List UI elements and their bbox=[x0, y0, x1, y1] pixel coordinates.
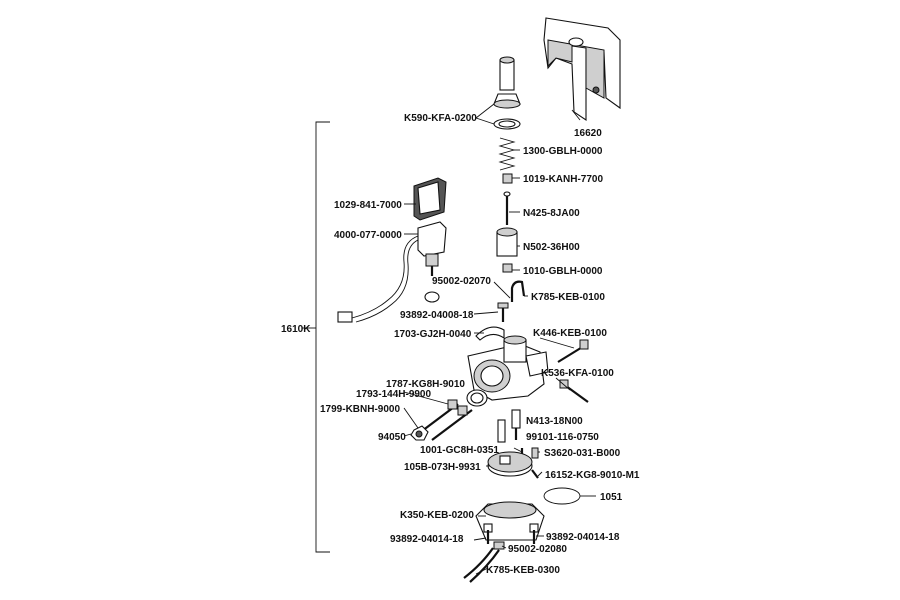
label-float-pin: 1001-GC8H-0351 bbox=[420, 445, 499, 456]
label-spring: 1300-GBLH-0000 bbox=[523, 146, 603, 157]
idle-screw-part bbox=[557, 339, 589, 363]
label-float-valve: S3620-031-B000 bbox=[544, 448, 621, 459]
label-clip: 1019-KANH-7700 bbox=[523, 174, 603, 185]
vent-tube-upper-part bbox=[510, 280, 526, 302]
hose-clip-lower-part bbox=[493, 541, 505, 550]
top-cap-part bbox=[493, 56, 521, 130]
label-screw-right: 93892-04014-18 bbox=[546, 532, 620, 543]
label-choke-cap: 1029-841-7000 bbox=[334, 200, 402, 211]
label-cover: 16620 bbox=[574, 128, 602, 139]
assembly-label: 1610K bbox=[281, 324, 311, 335]
label-choke: 4000-077-0000 bbox=[334, 230, 402, 241]
label-needle: N425-8JA00 bbox=[523, 208, 580, 219]
float-valve-part bbox=[531, 447, 539, 459]
retainer-part bbox=[502, 263, 513, 273]
gasket-part bbox=[466, 389, 488, 407]
label-float-needle: 16152-KG8-9010-M1 bbox=[545, 470, 640, 481]
label-slide: N502-36H00 bbox=[523, 242, 580, 253]
label-main-jet: N413-18N00 bbox=[526, 416, 583, 427]
float-bowl-part bbox=[475, 501, 545, 541]
label-hose-clip-lower: 95002-02080 bbox=[508, 544, 567, 555]
bowl-oring-part bbox=[543, 487, 581, 505]
label-retainer: 1010-GBLH-0000 bbox=[523, 266, 603, 277]
leader-lines bbox=[403, 103, 596, 575]
label-hose-clip-upper: 95002-02070 bbox=[432, 276, 491, 287]
clip-part bbox=[502, 173, 513, 184]
label-jet-holder: 99101-116-0750 bbox=[526, 432, 599, 443]
spring-part bbox=[498, 137, 516, 171]
cover-part bbox=[543, 17, 621, 122]
label-clamp: 1703-GJ2H-0040 bbox=[394, 329, 472, 340]
mix-screw-part bbox=[559, 379, 589, 403]
jet-holder-part bbox=[497, 419, 506, 443]
nut-part bbox=[410, 425, 429, 441]
label-mix-screw: K536-KFA-0100 bbox=[541, 368, 614, 379]
slide-part bbox=[496, 227, 518, 257]
label-vent-tube-upper: K785-KEB-0100 bbox=[531, 292, 605, 303]
assembly-bracket bbox=[302, 121, 330, 553]
carburetor-body-part bbox=[467, 335, 549, 401]
float-needle-part bbox=[531, 469, 539, 479]
label-spacer: 1787-KG8H-9010 bbox=[386, 379, 465, 390]
label-screw-left: 93892-04014-18 bbox=[390, 534, 464, 545]
vent-tube-lower-part bbox=[463, 547, 500, 583]
label-bowl-oring: 1051 bbox=[600, 492, 623, 503]
needle-part bbox=[503, 191, 511, 225]
label-top-cap: K590-KFA-0200 bbox=[404, 113, 477, 124]
label-float: 105B-073H-9931 bbox=[404, 462, 481, 473]
choke-cap-part bbox=[413, 177, 447, 221]
label-nut: 94050 bbox=[378, 432, 406, 443]
label-gasket: 1793-144H-9900 bbox=[356, 389, 431, 400]
screw-upper-part bbox=[497, 302, 509, 322]
label-idle-screw: K446-KEB-0100 bbox=[533, 328, 607, 339]
clamp-part bbox=[475, 326, 505, 341]
label-float-bowl: K350-KEB-0200 bbox=[400, 510, 474, 521]
main-jet-part bbox=[511, 409, 521, 440]
label-vent-tube-lower: K785-KEB-0300 bbox=[486, 565, 560, 576]
choke-part bbox=[337, 221, 447, 323]
label-stud: 1799-KBNH-9000 bbox=[320, 404, 400, 415]
label-screw-upper: 93892-04008-18 bbox=[400, 310, 474, 321]
